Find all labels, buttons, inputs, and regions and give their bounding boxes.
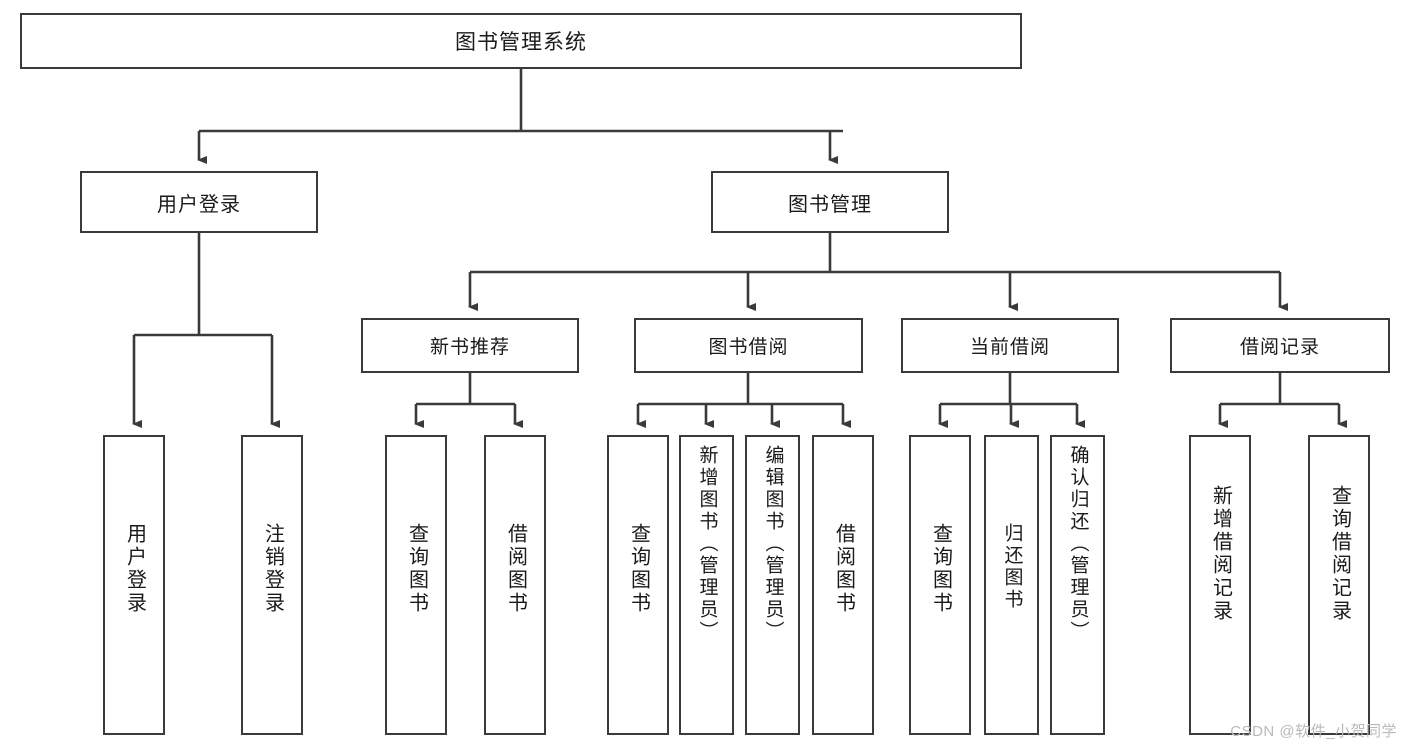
node-leaf-borrow-book-1-label: 借阅图书: [504, 523, 527, 615]
node-leaf-return-book-label: 归还图书: [1001, 523, 1023, 611]
node-borrow-record[interactable]: 借阅记录: [1170, 318, 1390, 373]
node-book-borrow-label: 图书借阅: [708, 337, 789, 358]
node-leaf-query-book-1[interactable]: 查询图书: [385, 435, 447, 735]
node-new-book-recommend[interactable]: 新书推荐: [361, 318, 579, 373]
node-leaf-query-book-3[interactable]: 查询图书: [909, 435, 971, 735]
node-leaf-borrow-book-2-label: 借阅图书: [832, 523, 855, 615]
node-leaf-confirm-return-label: 确认归还（管理员）: [1067, 445, 1089, 643]
node-leaf-query-book-1-label: 查询图书: [405, 523, 428, 615]
node-user-login-label: 用户登录: [157, 193, 241, 216]
node-leaf-borrow-book-2[interactable]: 借阅图书: [812, 435, 874, 735]
node-leaf-add-record-label: 新增借阅记录: [1209, 485, 1232, 623]
node-current-borrow[interactable]: 当前借阅: [901, 318, 1119, 373]
node-leaf-logout-label: 注销登录: [261, 523, 284, 615]
node-new-book-recommend-label: 新书推荐: [429, 337, 510, 358]
node-leaf-query-book-3-label: 查询图书: [929, 523, 952, 615]
node-leaf-query-book-2[interactable]: 查询图书: [607, 435, 669, 735]
node-leaf-user-login-label: 用户登录: [123, 523, 146, 615]
node-current-borrow-label: 当前借阅: [969, 337, 1050, 358]
node-user-login[interactable]: 用户登录: [80, 171, 318, 233]
node-leaf-logout[interactable]: 注销登录: [241, 435, 303, 735]
node-leaf-confirm-return[interactable]: 确认归还（管理员）: [1050, 435, 1105, 735]
node-leaf-query-record-label: 查询借阅记录: [1328, 485, 1351, 623]
watermark: CSDN @软件_小贺同学: [1230, 723, 1397, 740]
node-leaf-add-book[interactable]: 新增图书（管理员）: [679, 435, 734, 735]
node-leaf-user-login[interactable]: 用户登录: [103, 435, 165, 735]
node-leaf-edit-book-label: 编辑图书（管理员）: [762, 445, 784, 643]
node-leaf-add-record[interactable]: 新增借阅记录: [1189, 435, 1251, 735]
node-book-borrow[interactable]: 图书借阅: [634, 318, 863, 373]
node-leaf-query-book-2-label: 查询图书: [627, 523, 650, 615]
node-root[interactable]: 图书管理系统: [20, 13, 1022, 69]
node-root-label: 图书管理系统: [455, 31, 587, 54]
node-book-manage[interactable]: 图书管理: [711, 171, 949, 233]
node-book-manage-label: 图书管理: [788, 193, 872, 216]
node-borrow-record-label: 借阅记录: [1239, 337, 1320, 358]
node-leaf-edit-book[interactable]: 编辑图书（管理员）: [745, 435, 800, 735]
node-leaf-borrow-book-1[interactable]: 借阅图书: [484, 435, 546, 735]
node-leaf-query-record[interactable]: 查询借阅记录: [1308, 435, 1370, 735]
node-leaf-add-book-label: 新增图书（管理员）: [696, 445, 718, 643]
node-leaf-return-book[interactable]: 归还图书: [984, 435, 1039, 735]
